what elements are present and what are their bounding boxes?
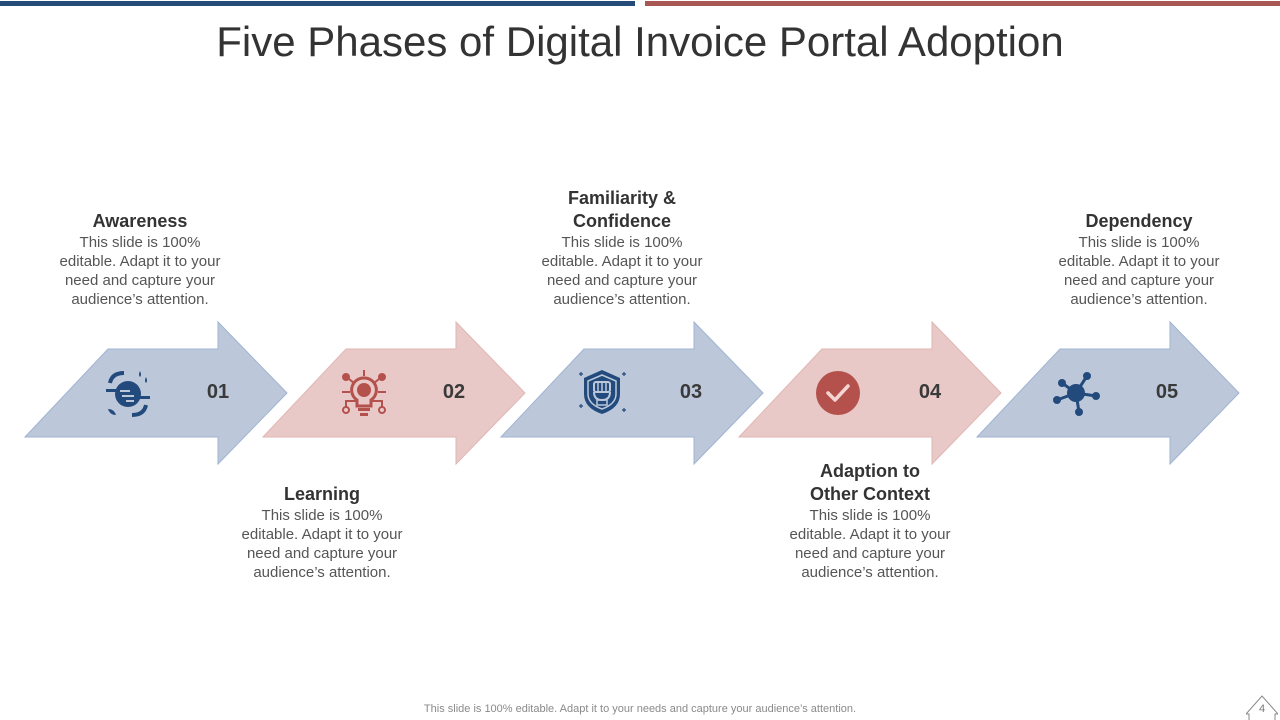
phase-desc-line: editable. Adapt it to your [241,526,403,543]
phase-desc-line: audience’s attention. [1070,291,1208,308]
phase-number-3: 03 [679,381,703,403]
phase-desc-line: editable. Adapt it to your [59,253,221,270]
phase-title-line2: Other Context [809,484,930,504]
page-number-badge: 4 [1246,694,1278,720]
phase-title-line1: Familiarity & [567,188,677,208]
phase-text-2: Learning This slide is 100% editable. Ad… [222,483,422,582]
phase-desc-line: audience’s attention. [71,291,209,308]
phase-text-3: Familiarity & Confidence This slide is 1… [522,187,722,309]
phase-desc-line: need and capture your [1063,272,1215,289]
phase-number-1: 01 [206,381,230,403]
phase-desc-line: need and capture your [794,545,946,562]
phase-desc-line: This slide is 100% [561,234,683,251]
phase-title-line1: Adaption to [820,461,920,481]
top-accent-bar-blue [0,1,635,6]
phase-arrow-5 [975,320,1240,466]
fist-shield-icon [579,370,626,414]
phase-desc-line: audience’s attention. [253,564,391,581]
phase-arrow-4 [737,320,1002,466]
phase-arrow-3 [499,320,764,466]
house-outline-icon [1246,695,1278,720]
phase-desc-line: need and capture your [546,272,698,289]
phase-title: Learning [283,484,360,504]
phase-text-1: Awareness This slide is 100% editable. A… [40,210,240,309]
slide-footer-note: This slide is 100% editable. Adapt it to… [423,703,857,715]
phase-desc-line: This slide is 100% [1078,234,1200,251]
globe-ecology-icon [106,371,150,417]
phase-desc-line: editable. Adapt it to your [1058,253,1220,270]
network-hub-icon [1053,372,1100,416]
phase-desc-line: This slide is 100% [261,507,383,524]
slide-title: Five Phases of Digital Invoice Portal Ad… [216,18,1064,65]
phase-desc-line: This slide is 100% [809,507,931,524]
page-number: 4 [1258,703,1266,715]
phase-number-2: 02 [442,381,466,403]
phase-desc-line: audience’s attention. [553,291,691,308]
phase-text-4: Adaption to Other Context This slide is … [770,460,970,582]
phase-number-5: 05 [1155,381,1179,403]
phase-text-5: Dependency This slide is 100% editable. … [1039,210,1239,309]
lightbulb-brain-icon [342,370,386,416]
phase-desc-line: editable. Adapt it to your [789,526,951,543]
phase-arrow-1 [23,320,288,466]
phase-desc-line: editable. Adapt it to your [541,253,703,270]
phase-title: Dependency [1085,211,1193,231]
phase-desc-line: audience’s attention. [801,564,939,581]
top-accent-bar-red [645,1,1280,6]
phase-title-line2: Confidence [572,211,671,231]
phase-arrow-2 [261,320,526,466]
phase-title: Awareness [92,211,188,231]
phase-desc-line: need and capture your [246,545,398,562]
phase-number-4: 04 [918,381,942,403]
phase-desc-line: need and capture your [64,272,216,289]
phase-desc-line: This slide is 100% [79,234,201,251]
checkmark-circle-icon [816,371,860,415]
